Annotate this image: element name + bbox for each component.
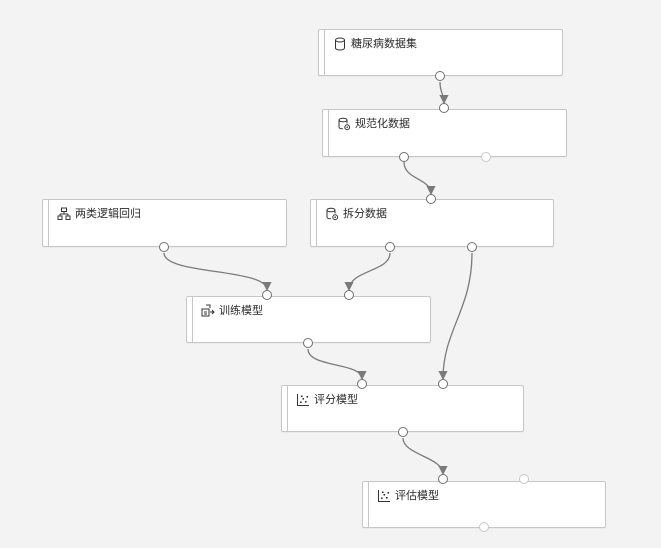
output-port[interactable] — [385, 242, 395, 252]
scatter-plot-icon — [297, 394, 309, 406]
input-port[interactable] — [344, 290, 354, 300]
module-evaluate[interactable]: 评估模型 — [362, 481, 606, 528]
input-port[interactable] — [357, 379, 367, 389]
database-gear-icon — [338, 117, 351, 131]
module-label: 拆分数据 — [343, 207, 387, 220]
database-icon — [335, 37, 345, 51]
module-label: 两类逻辑回归 — [75, 207, 141, 220]
module-train[interactable]: 训练模型 — [186, 296, 431, 343]
input-port[interactable] — [519, 474, 529, 484]
input-port[interactable] — [439, 103, 449, 113]
input-port[interactable] — [426, 194, 436, 204]
train-model-icon — [201, 304, 215, 317]
module-normalize[interactable]: 规范化数据 — [322, 109, 567, 157]
module-dataset[interactable]: 糖尿病数据集 — [318, 29, 563, 76]
output-port[interactable] — [398, 427, 408, 437]
output-port[interactable] — [467, 242, 477, 252]
module-label: 训练模型 — [219, 304, 263, 317]
input-port[interactable] — [262, 290, 272, 300]
output-port[interactable] — [303, 338, 313, 348]
module-logistic[interactable]: 两类逻辑回归 — [42, 199, 287, 247]
module-label: 评估模型 — [395, 489, 439, 502]
input-port[interactable] — [438, 379, 448, 389]
module-label: 糖尿病数据集 — [351, 37, 417, 50]
output-port[interactable] — [159, 242, 169, 252]
input-port[interactable] — [438, 474, 448, 484]
hierarchy-icon — [57, 207, 71, 220]
output-port[interactable] — [399, 152, 409, 162]
scatter-plot-icon — [378, 490, 390, 502]
module-label: 规范化数据 — [355, 117, 410, 130]
output-port[interactable] — [435, 71, 445, 81]
database-gear-icon — [326, 207, 339, 221]
output-port[interactable] — [481, 152, 491, 162]
module-label: 评分模型 — [314, 393, 358, 406]
output-port[interactable] — [479, 522, 489, 532]
